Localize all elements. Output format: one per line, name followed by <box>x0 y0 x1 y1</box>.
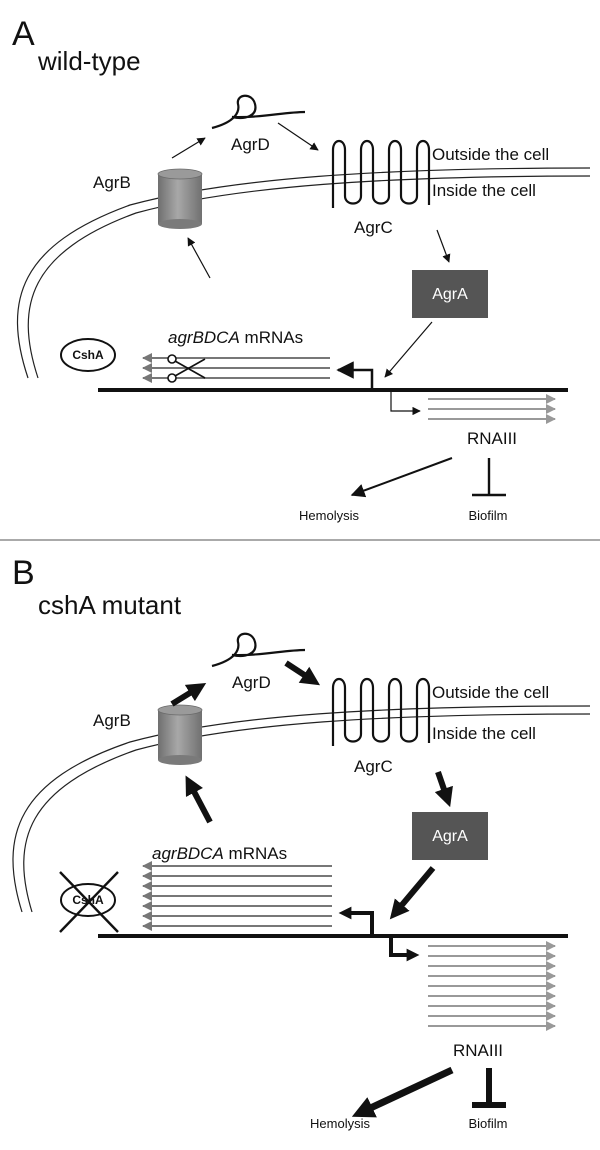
panel-a-hemolysis-arrow <box>350 457 453 498</box>
panel-b-agrc-label: AgrC <box>354 757 393 776</box>
panel-b-hemolysis-label: Hemolysis <box>310 1116 370 1131</box>
panel-b-agrd-label: AgrD <box>232 673 271 692</box>
panel-a-rnaiii-label: RNAIII <box>467 429 517 448</box>
panel-a-biofilm-label: Biofilm <box>468 508 507 523</box>
panel-a-biofilm-inhibition <box>472 458 506 497</box>
panel-b-agra-box <box>412 812 488 860</box>
panel-a-title: wild-type <box>37 46 141 76</box>
panel-a-mrna-label: agrBDCA mRNAs <box>168 328 303 347</box>
panel-b-rnaiii-transcripts <box>428 941 556 1031</box>
panel-b-p3-promoter <box>389 938 420 962</box>
panel-b-signal-arrows <box>170 660 453 920</box>
panel-a-agra-box <box>412 270 488 318</box>
panel-b-title: cshA mutant <box>38 590 182 620</box>
panel-b-p2-promoter <box>338 906 374 934</box>
panel-b-mrna-label: agrBDCA mRNAs <box>152 844 287 863</box>
panel-b-biofilm-inhibition <box>472 1068 506 1108</box>
panel-a: A wild-type AgrB AgrD AgrC Outside the c… <box>12 15 591 523</box>
panel-b-agrc-receptor <box>331 677 431 747</box>
panel-a-inside-label: Inside the cell <box>432 181 536 200</box>
panel-b-csha-cross-icon <box>59 871 119 933</box>
panel-b: B cshA mutant AgrB AgrD AgrC Outside the… <box>12 554 591 1131</box>
panel-b-agrb-label: AgrB <box>93 711 131 730</box>
panel-a-agra-label: AgrA <box>432 286 468 303</box>
panel-a-csha-label: CshA <box>72 348 104 362</box>
panel-b-agr-transcripts <box>142 861 332 931</box>
panel-b-inside-label: Inside the cell <box>432 724 536 743</box>
panel-a-letter: A <box>12 15 35 53</box>
panel-b-letter: B <box>12 554 35 592</box>
panel-a-p2-promoter <box>336 361 374 388</box>
panel-a-csha <box>60 338 116 372</box>
panel-a-agrc-receptor <box>331 139 431 209</box>
panel-b-hemolysis-arrow <box>351 1066 454 1118</box>
panel-b-rnaiii-label: RNAIII <box>453 1041 503 1060</box>
panel-a-scissors-icon <box>167 354 206 383</box>
panel-a-signal-arrows <box>171 122 451 378</box>
panel-a-outside-label: Outside the cell <box>432 145 549 164</box>
panel-b-agrb-cylinder <box>157 704 203 765</box>
panel-b-agrd-peptide <box>211 632 306 668</box>
panel-a-p3-promoter <box>390 392 421 416</box>
panel-a-hemolysis-label: Hemolysis <box>299 508 359 523</box>
panel-b-agra-label: AgrA <box>432 828 468 845</box>
panel-b-outside-label: Outside the cell <box>432 683 549 702</box>
panel-a-agrc-label: AgrC <box>354 218 393 237</box>
panel-a-agrd-peptide <box>211 94 306 130</box>
panel-b-biofilm-label: Biofilm <box>468 1116 507 1131</box>
panel-a-agrd-label: AgrD <box>231 135 270 154</box>
panel-a-agrb-cylinder <box>157 168 203 229</box>
panel-a-agrb-label: AgrB <box>93 173 131 192</box>
panel-a-rnaiii-transcripts <box>428 394 556 424</box>
